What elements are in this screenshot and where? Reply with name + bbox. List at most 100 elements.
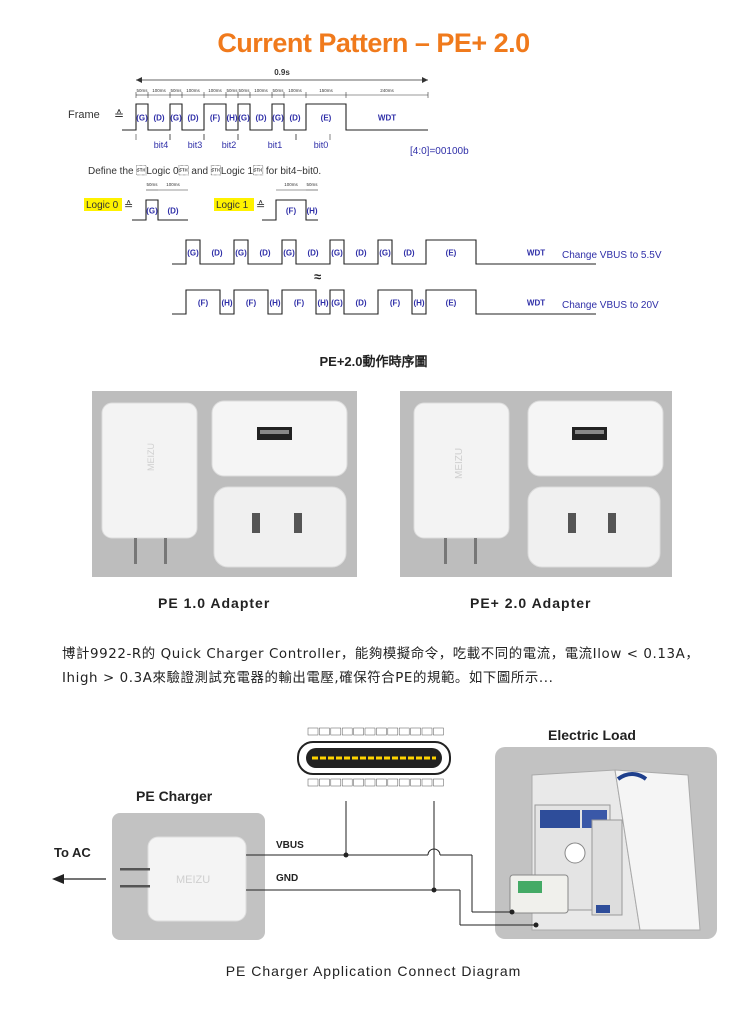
pin-bot-4 <box>353 778 364 787</box>
adapter-photo-pe2: MEIZU <box>400 391 672 577</box>
bit-label-3: bit1 <box>268 140 283 150</box>
adapter-label-pe1: PE 1.0 Adapter <box>158 595 271 611</box>
bit-code: [4:0]=00100b <box>410 146 469 157</box>
pin-bot-9 <box>410 778 421 787</box>
frame-waveform: (G)(D)(G)(D)(F)(H)(G)(D)(G)(D)(E)WDT <box>122 103 428 131</box>
to-ac-arrow <box>52 874 64 884</box>
frame-segment-7: (D) <box>255 114 266 123</box>
bit-label-0: bit4 <box>154 140 169 150</box>
frame-segment-6: (G) <box>238 114 250 123</box>
pin-top-9 <box>410 727 421 736</box>
frame-segment-8: (G) <box>272 114 284 123</box>
frame-segment-10: (E) <box>321 114 332 123</box>
logic0-segment-0: (G) <box>146 207 158 216</box>
duration-2: 50ms <box>170 88 182 93</box>
wave2-segment-4: (F) <box>294 299 305 308</box>
brand-mark: MEIZU <box>454 448 465 479</box>
to-ac-label: To AC <box>54 845 91 860</box>
wave2-segment-5: (H) <box>317 299 328 308</box>
pin-bot-0 <box>307 778 319 787</box>
pin-top-11 <box>433 727 444 736</box>
duration-11: 240ms <box>380 88 394 93</box>
bit-label-1: bit3 <box>188 140 203 150</box>
wave1-segment-3: (D) <box>259 249 270 258</box>
frame-equiv: ≙ <box>114 108 124 122</box>
ellipsis-mark: ≈ <box>314 269 321 284</box>
wave2-line <box>172 289 596 315</box>
pin-bot-2 <box>330 778 342 787</box>
wave2-segment-3: (H) <box>269 299 280 308</box>
logic0-dur-1: 100ms <box>166 182 180 187</box>
logic1-dur-0: 100ms <box>284 182 298 187</box>
logic0-line <box>132 199 188 221</box>
frame-segment-1: (D) <box>153 114 164 123</box>
wave2-segment-6: (G) <box>331 299 343 308</box>
wave2-segment-7: (D) <box>355 299 366 308</box>
svg-text:≙: ≙ <box>124 200 133 212</box>
connect-caption: PE Charger Application Connect Diagram <box>225 963 522 979</box>
svg-text:≙: ≙ <box>256 200 265 212</box>
wave2-segment-1: (H) <box>221 299 232 308</box>
usb-c-connector <box>297 727 451 787</box>
wave1-label: Change VBUS to 5.5V <box>562 250 662 261</box>
pin-top-0 <box>307 727 319 736</box>
duration-8: 50ms <box>272 88 284 93</box>
adapter-photo-pe1: MEIZU <box>92 391 357 577</box>
frame-segment-9: (D) <box>289 114 300 123</box>
wave-20v: (F)(H)(F)(H)(F)(H)(G)(D)(F)(H)(E)WDT <box>172 289 596 315</box>
logic1-line <box>262 199 318 221</box>
logic0-highlight <box>84 198 122 211</box>
duration-7: 100ms <box>254 88 268 93</box>
logic1-dur-1: 50ms <box>306 182 318 187</box>
pin-top-4 <box>353 727 364 736</box>
logic1-highlight <box>214 198 254 211</box>
wave2-segment-0: (F) <box>198 299 209 308</box>
wave1-segment-8: (G) <box>379 249 391 258</box>
frame-segment-11: WDT <box>378 114 396 123</box>
wave1-segment-7: (D) <box>355 249 366 258</box>
wave1-segment-11: WDT <box>527 249 545 258</box>
wave1-segment-1: (D) <box>211 249 222 258</box>
wave1-segment-4: (G) <box>283 249 295 258</box>
pin-bot-6 <box>376 778 387 787</box>
electric-load-label: Electric Load <box>548 727 636 743</box>
pin-bot-8 <box>398 778 410 787</box>
wave1-segment-6: (G) <box>331 249 343 258</box>
brand-mark: MEIZU <box>146 443 156 471</box>
define-text: Define the Logic 0 and Logic 1 for b… <box>88 165 321 177</box>
pin-top-1 <box>319 727 330 736</box>
logic1-label: Logic 1 <box>216 200 249 211</box>
pin-bot-11 <box>433 778 444 787</box>
timing-caption: PE+2.0動作時序圖 <box>319 354 428 369</box>
pin-top-7 <box>387 727 399 736</box>
adapter-label-pe2: PE+ 2.0 Adapter <box>470 595 592 611</box>
wave2-segment-11: WDT <box>527 299 545 308</box>
wave2-label: Change VBUS to 20V <box>562 300 659 311</box>
wave2-segment-10: (E) <box>446 299 457 308</box>
pin-bot-10 <box>421 778 433 787</box>
duration-0: 50ms <box>136 88 148 93</box>
logic1-segment-1: (H) <box>306 207 317 216</box>
total-duration: 0.9s <box>274 68 290 77</box>
wave1-segment-10: (E) <box>446 249 457 258</box>
frame-segment-4: (F) <box>210 114 221 123</box>
wave1-segment-5: (D) <box>307 249 318 258</box>
wave2-segment-2: (F) <box>246 299 257 308</box>
logic0-label: Logic 0 <box>86 200 119 211</box>
pe-charger-label: PE Charger <box>136 788 213 804</box>
duration-10: 150ms <box>319 88 333 93</box>
duration-5: 50ms <box>226 88 238 93</box>
pin-top-10 <box>421 727 433 736</box>
bit-label-2: bit2 <box>222 140 237 150</box>
wave2-segment-9: (H) <box>413 299 424 308</box>
frame-segment-3: (D) <box>187 114 198 123</box>
duration-6: 50ms <box>238 88 250 93</box>
connect-diagram: Electric Load PE Charger MEIZU To AC VBU… <box>52 727 717 940</box>
logic0-dur-0: 50ms <box>146 182 158 187</box>
frame-line <box>122 103 428 131</box>
